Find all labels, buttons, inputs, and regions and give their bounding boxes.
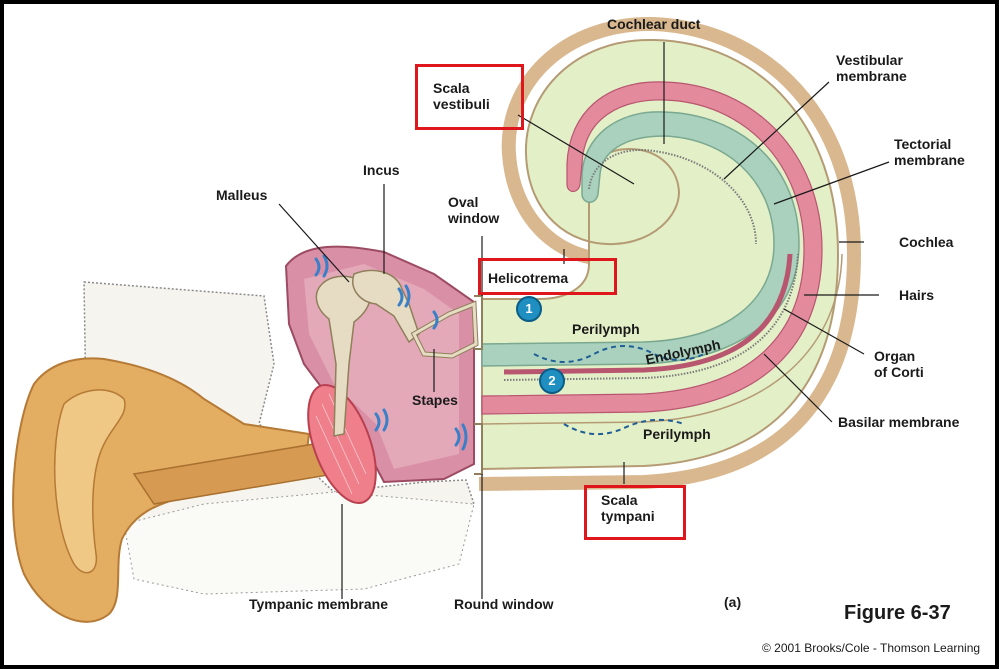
copyright-credit: © 2001 Brooks/Cole - Thomson Learning: [762, 641, 980, 655]
label-tympanic-membrane: Tympanic membrane: [249, 596, 388, 612]
label-organ-of-corti: Organ of Corti: [874, 348, 924, 380]
label-incus: Incus: [363, 162, 400, 178]
figure-label: Figure 6-37: [844, 602, 951, 625]
label-scala-vestibuli: Scala vestibuli: [433, 80, 490, 112]
label-cochlea: Cochlea: [899, 234, 953, 250]
label-scala-tympani: Scala tympani: [601, 492, 655, 524]
label-basilar-membrane: Basilar membrane: [838, 414, 959, 430]
label-perilymph-lower: Perilymph: [643, 426, 711, 442]
marker-2-badge: 2: [539, 368, 565, 394]
label-helicotrema: Helicotrema: [488, 270, 568, 286]
marker-1-badge: 1: [516, 296, 542, 322]
label-cochlear-duct: Cochlear duct: [607, 16, 700, 32]
label-hairs: Hairs: [899, 287, 934, 303]
label-stapes: Stapes: [412, 392, 458, 408]
panel-label: (a): [724, 594, 741, 610]
label-oval-window: Oval window: [448, 194, 499, 226]
label-vestibular-membrane: Vestibular membrane: [836, 52, 907, 84]
diagram-frame: Cochlear duct Vestibular membrane Tector…: [4, 4, 995, 665]
label-tectorial-membrane: Tectorial membrane: [894, 136, 965, 168]
label-perilymph-upper: Perilymph: [572, 321, 640, 337]
label-malleus: Malleus: [216, 187, 267, 203]
round-window-edge: [474, 424, 482, 474]
label-round-window: Round window: [454, 596, 554, 612]
